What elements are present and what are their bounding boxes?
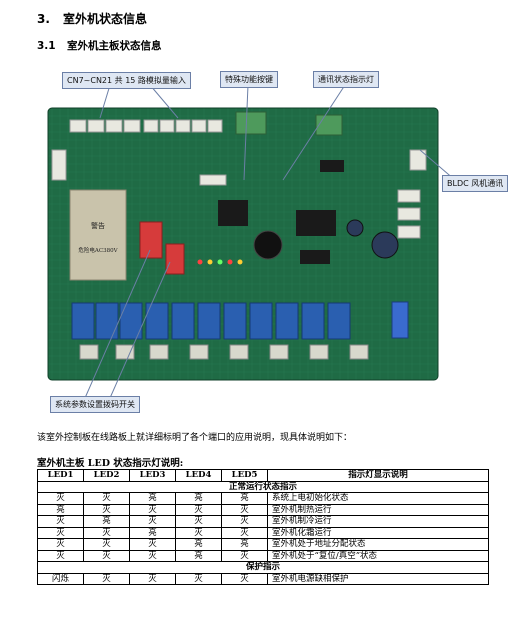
led-state-cell: 亮 [129,492,176,505]
led-state-cell: 亮 [129,526,176,539]
led-state-cell: 灭 [221,515,268,528]
right-connectors [397,149,427,239]
led-state-cell: 灭 [37,538,84,551]
section-title-cell: 正常运行状态指示 [37,480,489,493]
led-state-cell: 灭 [175,503,222,516]
subsection-heading: 3.1 室外机主板状态信息 [37,38,162,53]
header-led3: LED3 [129,469,176,482]
pcb-photo: 警告 危险电AC380V [47,84,456,399]
led-state-cell: 灭 [175,572,222,585]
callout-dip-switch: 系统参数设置拨码开关 [50,396,140,413]
led-status-table: LED1 LED2 LED3 LED4 LED5 指示灯显示说明 正常运行状态指… [37,469,489,585]
led-state-cell: 亮 [175,492,222,505]
table-row: 灭灭灭亮亮室外机处于地址分配状态 [37,538,489,551]
subsection-number: 3.1 [37,40,56,52]
table-section-row: 正常运行状态指示 [37,480,489,493]
relay-sub-text: 危险电AC380V [78,246,118,254]
warning-relay-module [69,189,127,281]
led-state-cell: 灭 [83,526,130,539]
led-state-cell: 亮 [37,503,84,516]
ic-chips [218,160,344,264]
description-cell: 室外机电源缺相保护 [267,572,489,585]
intro-paragraph: 该室外控制板在线路板上就详细标明了各个端口的应用说明，现具体说明如下： [37,433,353,443]
led-state-cell: 亮 [83,515,130,528]
led-state-cell: 灭 [221,572,268,585]
led-state-cell: 灭 [175,515,222,528]
table-row: 亮灭灭灭灭室外机制热运行 [37,503,489,516]
led-state-cell: 亮 [221,538,268,551]
led-state-cell: 闪烁 [37,572,84,585]
led-state-cell: 灭 [37,526,84,539]
capacitor-blue [371,231,399,259]
subsection-title: 室外机主板状态信息 [67,40,162,52]
table-header-row: LED1 LED2 LED3 LED4 LED5 指示灯显示说明 [37,469,489,482]
led-state-cell: 灭 [83,549,130,562]
header-led1: LED1 [37,469,84,482]
description-cell: 室外机处于“复位/真空”状态 [267,549,489,562]
table-caption: 室外机主板 LED 状态指示灯说明: [37,458,184,469]
header-led2: LED2 [83,469,130,482]
description-cell: 室外机制冷运行 [267,515,489,528]
led-state-cell: 亮 [175,538,222,551]
header-led5: LED5 [221,469,268,482]
section-heading: 3. 室外机状态信息 [37,10,147,27]
led-state-cell: 灭 [129,572,176,585]
led-state-cell: 灭 [37,549,84,562]
section-title-cell: 保护指示 [37,561,489,574]
led-state-cell: 灭 [129,515,176,528]
relay-warning-text: 警告 [91,221,105,230]
capacitor-small [346,219,364,237]
table-row: 灭灭灭亮灭室外机处于“复位/真空”状态 [37,549,489,562]
relay-row [71,302,351,340]
description-cell: 系统上电初始化状态 [267,492,489,505]
status-leds [197,259,243,265]
led-state-cell: 灭 [37,492,84,505]
led-state-cell: 灭 [83,538,130,551]
header-led4: LED4 [175,469,222,482]
table-section-row: 保护指示 [37,561,489,574]
bottom-terminals [79,344,369,360]
header-description: 指示灯显示说明 [267,469,489,482]
description-cell: 室外机处于地址分配状态 [267,538,489,551]
callout-comm-led: 通讯状态指示灯 [313,71,379,88]
analog-input-connectors [51,119,227,186]
led-state-cell: 亮 [221,492,268,505]
callout-special-button: 特殊功能按键 [220,71,278,88]
led-state-cell: 亮 [175,549,222,562]
led-state-cell: 灭 [221,526,268,539]
capacitor-black [253,230,283,260]
section-number: 3. [37,12,50,26]
led-state-cell: 灭 [83,572,130,585]
led-state-cell: 灭 [129,503,176,516]
led-state-cell: 灭 [221,549,268,562]
table-row: 灭亮灭灭灭室外机制冷运行 [37,515,489,528]
led-state-cell: 灭 [83,492,130,505]
table-row: 灭灭亮灭灭室外机化霜运行 [37,526,489,539]
led-state-cell: 灭 [175,526,222,539]
table-row: 灭灭亮亮亮系统上电初始化状态 [37,492,489,505]
description-cell: 室外机制热运行 [267,503,489,516]
dip-switch-group [139,221,185,275]
section-title: 室外机状态信息 [63,12,148,26]
led-state-cell: 灭 [129,549,176,562]
table-body: 正常运行状态指示灭灭亮亮亮系统上电初始化状态亮灭灭灭灭室外机制热运行灭亮灭灭灭室… [37,480,489,585]
led-state-cell: 灭 [37,515,84,528]
blue-capacitor [391,301,409,339]
led-state-cell: 灭 [129,538,176,551]
callout-bldc-fan: BLDC 风机通讯 [442,175,509,192]
led-state-cell: 灭 [221,503,268,516]
description-cell: 室外机化霜运行 [267,526,489,539]
table-row: 闪烁灭灭灭灭室外机电源缺相保护 [37,572,489,585]
led-state-cell: 灭 [83,503,130,516]
callout-analog-input: CN7~CN21 共 15 路模拟量输入 [62,72,191,89]
